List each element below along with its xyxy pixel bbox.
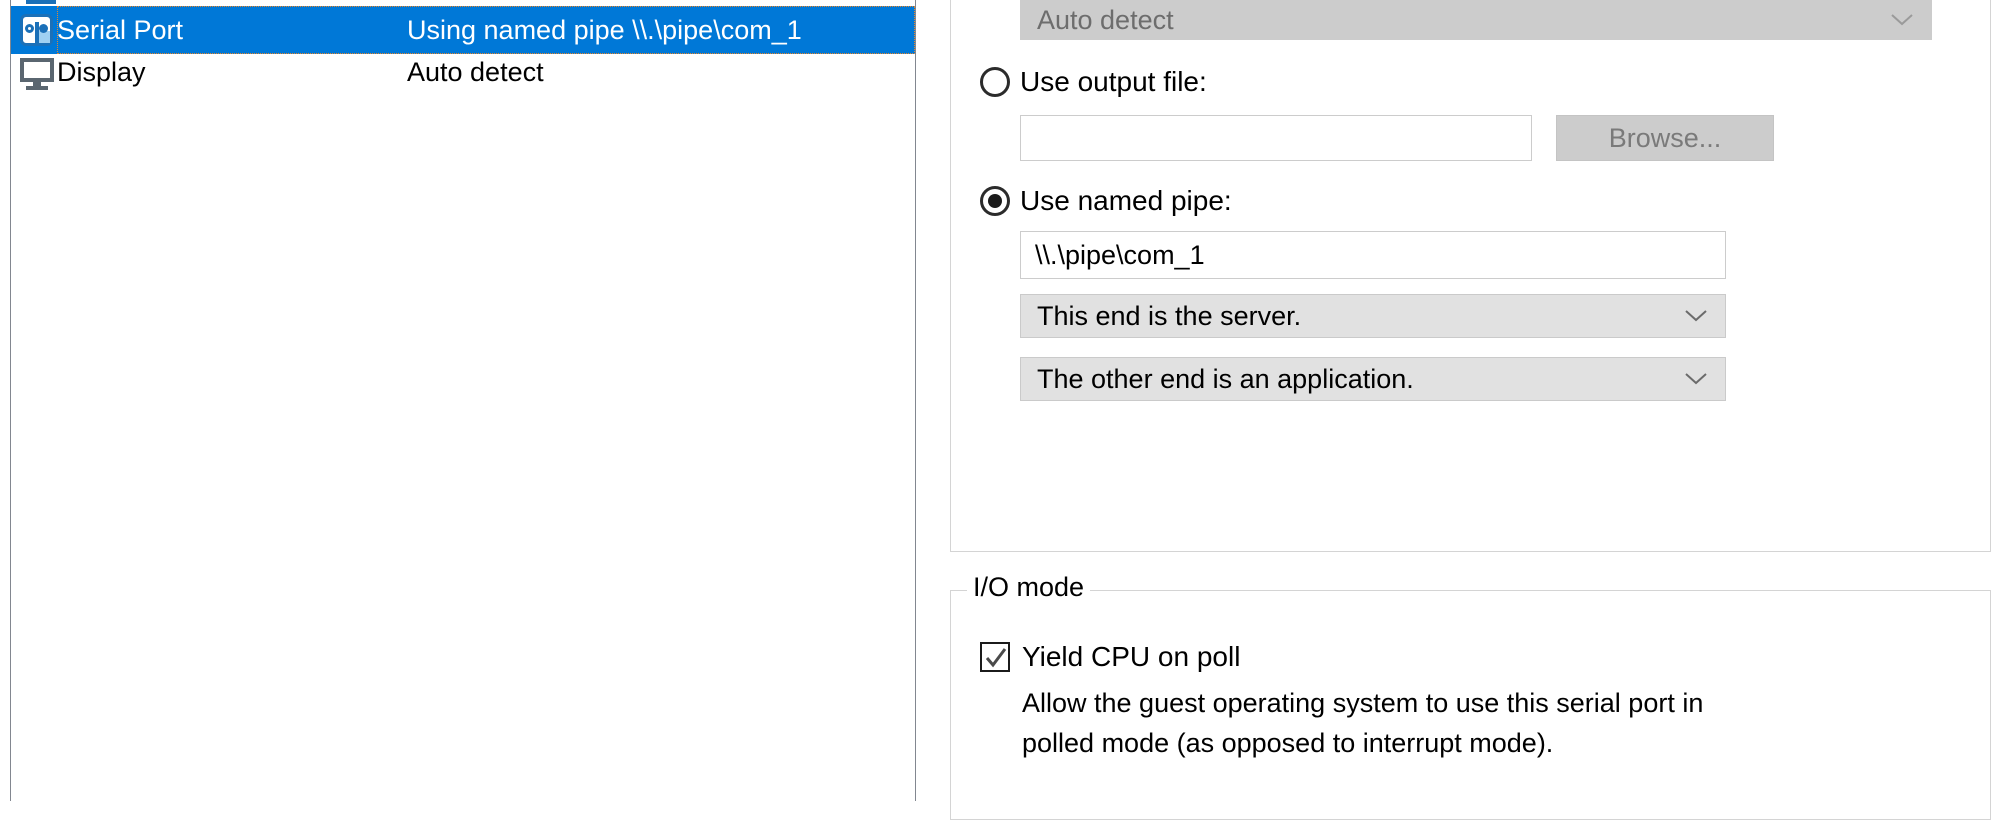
list-item-display[interactable]: Display Auto detect <box>11 48 915 96</box>
device-list[interactable]: Serial Port Using named pipe \\.\pipe\co… <box>10 0 916 801</box>
serial-device-select-value: Auto detect <box>1037 5 1174 35</box>
named-pipe-input[interactable]: \\.\pipe\com_1 <box>1020 231 1726 279</box>
use-named-pipe-radio[interactable] <box>980 185 1010 216</box>
use-named-pipe-radio-row[interactable]: Use named pipe: <box>980 184 1232 217</box>
list-item-clipped-above[interactable] <box>11 0 915 10</box>
checkmark-icon <box>985 647 1007 667</box>
chevron-down-icon <box>1685 310 1707 322</box>
serial-device-select[interactable]: Auto detect <box>1020 0 1932 40</box>
network-adapter-icon <box>21 0 61 4</box>
yield-cpu-label: Yield CPU on poll <box>1022 641 1241 672</box>
list-item-summary: Using named pipe \\.\pipe\com_1 <box>407 15 802 45</box>
chevron-down-icon <box>1891 14 1913 26</box>
named-pipe-value: \\.\pipe\com_1 <box>1035 240 1205 270</box>
io-mode-description: Allow the guest operating system to use … <box>1022 688 1704 758</box>
selection-highlight <box>57 6 915 54</box>
yield-cpu-checkbox[interactable] <box>980 641 1010 672</box>
list-item-summary: Auto detect <box>407 57 544 87</box>
serial-port-icon <box>19 12 55 48</box>
yield-cpu-checkbox-row[interactable]: Yield CPU on poll <box>980 640 1240 673</box>
list-item-label: Serial Port <box>57 15 184 45</box>
chevron-down-icon <box>1685 373 1707 385</box>
this-end-role-value: This end is the server. <box>1037 301 1302 331</box>
use-output-file-radio[interactable] <box>980 66 1010 97</box>
list-item-serial-port[interactable]: Serial Port Using named pipe \\.\pipe\co… <box>11 6 915 54</box>
other-end-role-value: The other end is an application. <box>1037 364 1414 394</box>
this-end-role-select[interactable]: This end is the server. <box>1020 294 1726 338</box>
use-named-pipe-label: Use named pipe: <box>1020 185 1232 216</box>
connection-groupbox <box>950 0 1991 552</box>
io-mode-legend: I/O mode <box>967 571 1091 603</box>
use-output-file-radio-row[interactable]: Use output file: <box>980 65 1207 98</box>
output-file-path-input[interactable] <box>1020 115 1532 161</box>
browse-button-label: Browse... <box>1608 123 1722 153</box>
settings-pane: Auto detect Use output file: Browse... U… <box>940 0 2001 820</box>
other-end-role-select[interactable]: The other end is an application. <box>1020 357 1726 401</box>
list-item-label: Display <box>57 57 146 87</box>
display-icon <box>19 54 55 90</box>
browse-button[interactable]: Browse... <box>1556 115 1774 161</box>
use-output-file-label: Use output file: <box>1020 66 1207 97</box>
